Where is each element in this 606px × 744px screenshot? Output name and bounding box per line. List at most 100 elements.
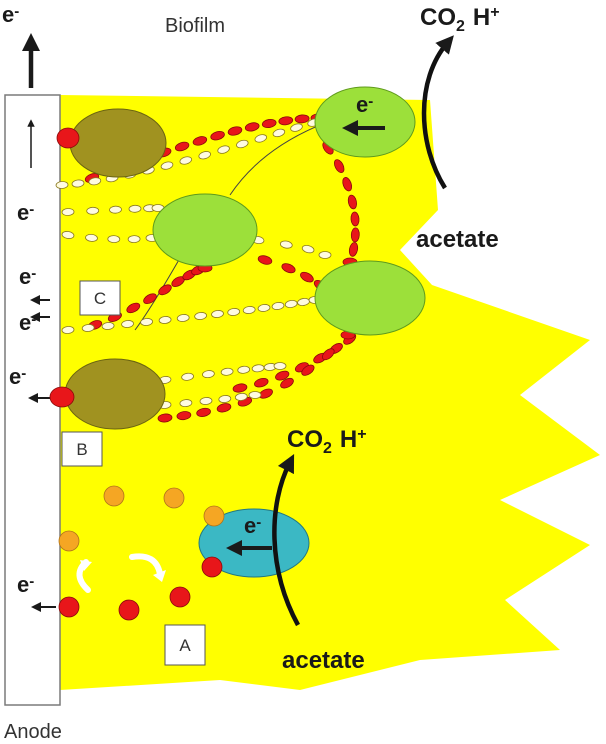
cytochrome-chain-top-segment [227, 126, 243, 136]
svg-text:e-: e- [19, 264, 36, 289]
pilus-chain-top-segment [160, 161, 174, 170]
cytochrome-chain-b-segment [280, 377, 294, 389]
pilus-chain-b-segment [273, 362, 287, 370]
pilus-chain-c-segment [211, 310, 224, 318]
cytochrome-chain-c-segment [158, 284, 172, 296]
pilus-chain-left-segment [127, 235, 141, 244]
pilus-chain-left-segment [61, 231, 75, 239]
cytochrome-chain-b-segment [157, 413, 173, 423]
label-box-b: B [61, 431, 103, 467]
cytochrome-chain-top-segment [210, 131, 225, 141]
svg-text:A: A [179, 636, 191, 655]
pilus-chain-upper [61, 204, 165, 216]
pilus-chain-b2-segment [199, 397, 213, 405]
label-box-a: A [164, 624, 206, 666]
cytochrome-chain-right-segment [348, 242, 359, 257]
cytochrome-chain-lower-segment [254, 377, 269, 388]
pilus-chain-left-segment [85, 233, 98, 242]
pilus-chain-top-segment [290, 123, 303, 132]
pilus-chain-c-segment [121, 320, 134, 328]
cytochrome-chain-b-segment [301, 364, 315, 376]
cell-green-middle [152, 193, 258, 267]
svg-text:e-: e- [2, 2, 19, 27]
svg-text:e-: e- [17, 200, 34, 225]
pilus-chain-b2-segment [234, 392, 248, 401]
cytochrome-anode-bottom [49, 386, 75, 408]
pilus-chain-c-segment [158, 316, 172, 324]
pilus-chain-c-segment [176, 314, 190, 322]
electron-anode-arrow: e- [17, 119, 35, 225]
pilus-chain-upper-segment [61, 208, 75, 216]
pilus-chain-right-segment [279, 240, 293, 249]
cytochrome-chain-right-segment [350, 227, 360, 243]
electron-outflow-top: e- [2, 2, 40, 88]
pilus-chain-c-segment [194, 312, 207, 320]
pilus-chain-b-segment [202, 370, 215, 379]
svg-text:B: B [76, 440, 87, 459]
pilus-chain-top-segment [198, 151, 211, 160]
cell-green-top: e- [314, 86, 416, 158]
pilus-chain-c-segment [284, 300, 298, 308]
cytochrome-chain-lower-segment [275, 370, 290, 381]
cytochrome-chain-top-segment [174, 141, 190, 152]
cytochrome-chain-mid-segment [300, 271, 314, 283]
pilus-chain-c [61, 296, 322, 334]
cytochrome-chain-b [157, 330, 356, 423]
svg-text:e-: e- [17, 572, 34, 597]
cytochrome-chain-right-segment [347, 194, 357, 210]
pilus-chain-top-segment [217, 145, 230, 154]
cytochrome-chain-b-segment [176, 411, 192, 421]
cytochrome-chain-b-segment [322, 348, 335, 361]
pilus-chain-upper-segment [86, 206, 100, 215]
pilus-chain-b2-segment [248, 391, 262, 399]
pilus-chain-c-segment [257, 304, 271, 312]
pilus-chain-top-segment [55, 181, 69, 189]
shuttle-arrow-right [129, 553, 163, 577]
cytochrome-chain-top-segment [244, 122, 260, 132]
cytochrome-chain-right-segment [342, 177, 353, 192]
pilus-chain-b2-segment [218, 395, 232, 403]
cytochrome-chain-b-segment [216, 403, 232, 413]
cytochrome-chain-mid-segment [281, 263, 296, 274]
cytochrome-chain-mid-segment [257, 255, 273, 265]
pilus-chain-left-segment [107, 235, 121, 244]
cell-cyan: e- [198, 508, 310, 578]
pilus-chain-top-segment [71, 179, 85, 188]
pilus-chain-c-segment [242, 306, 256, 314]
svg-text:acetate: acetate [416, 226, 499, 253]
cytochrome-chain-top-segment [261, 118, 277, 129]
svg-text:e-: e- [244, 513, 261, 538]
electron-exit-a: e- [17, 572, 56, 612]
electron-exit-c: e- e- [19, 264, 50, 335]
pilus-chain-upper-segment [109, 205, 122, 214]
svg-text:e-: e- [356, 92, 373, 117]
anode-label: Anode [4, 721, 62, 743]
pilus-chain-right-segment [301, 244, 315, 254]
cytochrome-chain-right-segment [350, 211, 360, 227]
pilus-chain-top-segment [88, 177, 102, 186]
cytochrome-chain-top-segment [294, 114, 310, 124]
cytochrome-chain-c-segment [126, 302, 141, 314]
pilus-chain-b-segment [220, 367, 234, 376]
pilus-chain-top-segment [179, 156, 193, 165]
pilus-chain-b-segment [181, 372, 194, 381]
svg-text:e-: e- [9, 364, 26, 389]
cell-olive-top [69, 108, 167, 178]
cytochrome-chain-right-segment [334, 159, 345, 173]
biofilm-title: Biofilm [165, 15, 225, 37]
cytochrome-chain-top-segment [192, 136, 208, 146]
pilus-chain-b2-segment [179, 399, 193, 408]
mediator-shuttle-a [58, 485, 225, 621]
cytochrome-chain-b-segment [196, 407, 211, 417]
connection-lines [134, 124, 321, 331]
pilus-chain-upper-segment [128, 204, 142, 213]
pilus-chain-c-segment [101, 322, 115, 330]
pilus-chain-c-segment [61, 326, 75, 334]
pilus-chain-b-segment [237, 365, 251, 374]
cell-green-right [314, 260, 426, 336]
label-box-c: C [79, 280, 121, 316]
